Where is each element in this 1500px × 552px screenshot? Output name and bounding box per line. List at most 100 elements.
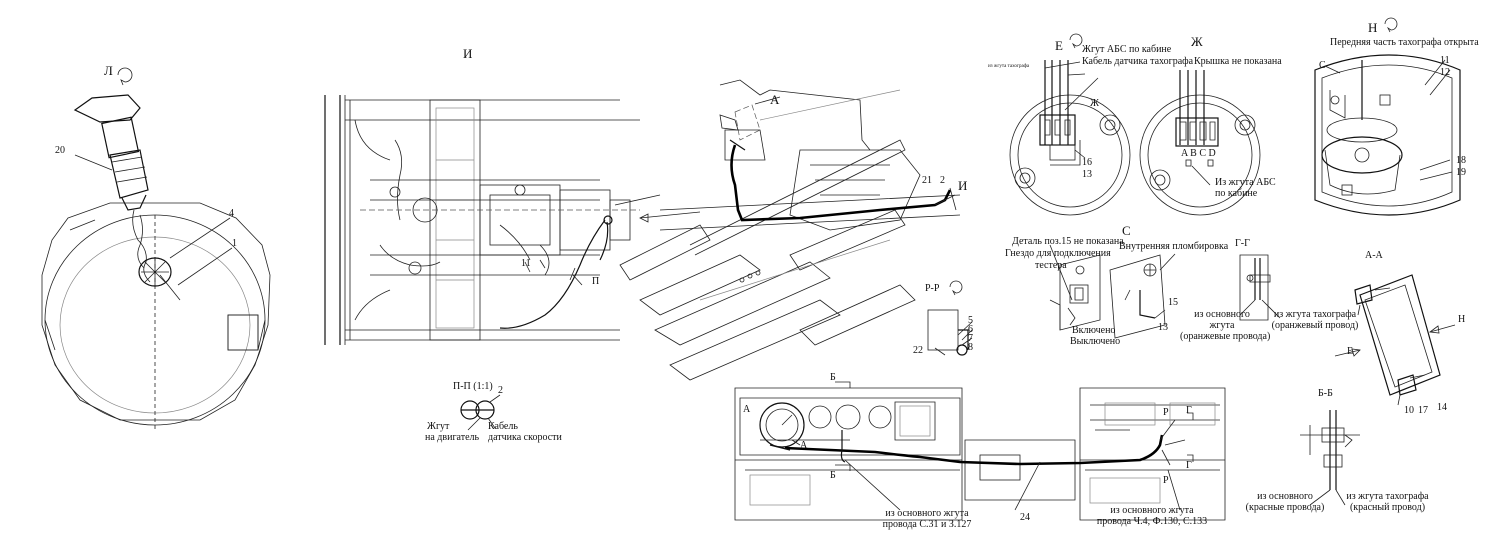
callout-13: 13 — [1082, 169, 1092, 180]
view-l-title: Л — [104, 63, 113, 78]
note-tacho-cable: Кабель датчика тахографа — [1082, 56, 1194, 67]
callout-11: 11 — [521, 258, 531, 269]
callout-11n: 11 — [1440, 55, 1450, 66]
view-aa — [1334, 274, 1456, 406]
note-main-right-2: провода Ч.4, Ф.130, С.133 — [1096, 516, 1208, 527]
callout-1: 1 — [232, 238, 237, 249]
note-main-left-1: из основного жгута — [885, 508, 969, 519]
view-pp-title: П-П (1:1) — [453, 381, 493, 392]
note-tester-socket: Гнездо для подключения — [1005, 248, 1111, 259]
callout-p: П — [592, 276, 600, 287]
view-gg — [1239, 254, 1281, 321]
note-main-left: из основного жгута провода С.31 и З.127 — [872, 508, 982, 530]
note-speed-cable-1: Кабель — [488, 421, 518, 432]
note-engine-harness-2: на двигатель — [425, 432, 480, 443]
callout-g-bot: Г — [1186, 460, 1192, 471]
note-bb-main-1: из основного — [1257, 491, 1313, 502]
callout-i: И — [958, 178, 968, 193]
note-front-open: Передняя часть тахографа открыта — [1330, 37, 1479, 48]
callout-12: 12 — [1440, 67, 1450, 78]
callout-c: С — [1319, 60, 1326, 71]
callout-zh: Ж — [1090, 98, 1099, 109]
callout-e: Е — [1347, 346, 1354, 357]
callout-20: 20 — [55, 145, 65, 156]
note-gg-tacho-1: из жгута тахографа — [1273, 309, 1357, 320]
callout-a: А — [770, 92, 780, 107]
callout-19: 19 — [1456, 167, 1466, 178]
callout-g-top: Г — [1186, 405, 1192, 416]
callout-5: 5 — [968, 315, 973, 326]
view-pp — [460, 394, 501, 431]
view-zh — [1139, 70, 1261, 216]
view-e — [1009, 33, 1131, 216]
view-zh-title: Ж — [1191, 34, 1203, 49]
view-rr-title: Р-Р — [925, 283, 940, 294]
note-tiny: из жгута тахографа — [988, 64, 1030, 69]
note-speed-cable: Кабель датчика скорости — [488, 421, 562, 443]
view-i-title: И — [463, 46, 473, 61]
callout-2-pp: 2 — [498, 385, 503, 396]
callout-18: 18 — [1456, 155, 1466, 166]
callout-6: 6 — [968, 324, 973, 335]
view-n-title: Н — [1368, 20, 1378, 35]
note-internal-seal: Внутренняя пломбировка — [1119, 241, 1229, 252]
view-aa-title: А-А — [1365, 250, 1383, 261]
note-gg-main-2: жгута — [1209, 320, 1235, 331]
view-rr-bracket — [927, 280, 973, 356]
note-tester: тестера — [1035, 260, 1067, 271]
note-gg-main-1: из основного — [1194, 309, 1250, 320]
callout-r-top: Р — [1163, 407, 1169, 418]
note-engine-harness: Жгут на двигатель — [425, 421, 479, 443]
note-gg-main-3: (оранжевые провода) — [1180, 331, 1271, 342]
view-l-sensor — [41, 67, 271, 430]
callout-16: 16 — [1082, 157, 1092, 168]
note-speed-cable-2: датчика скорости — [488, 432, 562, 443]
note-cover: Крышка не показана — [1194, 56, 1282, 67]
note-by-cab: по кабине — [1215, 188, 1258, 199]
view-bb — [1300, 410, 1360, 506]
callout-r-bot: Р — [1163, 475, 1169, 486]
note-detail15: Деталь поз.15 не показана — [1012, 236, 1124, 247]
callout-15: 15 — [1168, 297, 1178, 308]
note-on: Включено — [1072, 325, 1116, 336]
view-rr — [227, 314, 259, 351]
callout-2-cab: 2 — [940, 175, 945, 186]
view-s-title: С — [1122, 223, 1131, 238]
note-main-left-2: провода С.31 и З.127 — [882, 519, 972, 530]
note-bb-main: из основного (красные провода) — [1240, 491, 1330, 513]
view-e-title: Е — [1055, 38, 1063, 53]
note-gg-tacho-2: (оранжевый провод) — [1271, 320, 1359, 331]
callout-10: 10 — [1404, 405, 1414, 416]
callout-b-top: Б — [830, 372, 836, 383]
note-bb-tacho: из жгута тахографа (красный провод) — [1340, 491, 1435, 513]
view-cab-chassis — [619, 79, 961, 381]
callout-h: Н — [1458, 314, 1466, 325]
note-main-right: из основного жгута провода Ч.4, Ф.130, С… — [1087, 505, 1217, 527]
callout-abcd: A B C D — [1181, 148, 1216, 159]
view-bb-title: Б-Б — [1318, 388, 1333, 399]
callout-8: 8 — [968, 342, 973, 353]
callout-14: 14 — [1437, 402, 1447, 413]
note-from-abs: Из жгута АБС — [1215, 177, 1276, 188]
callout-7: 7 — [968, 333, 973, 344]
callout-a-dash-2: А — [800, 440, 808, 451]
view-i-engine — [324, 95, 661, 345]
callout-22: 22 — [913, 345, 923, 356]
note-gg-tacho: из жгута тахографа (оранжевый провод) — [1270, 309, 1360, 331]
callout-b-bot: Б — [830, 470, 836, 481]
note-gg-main: из основного жгута (оранжевые провода) — [1180, 309, 1270, 342]
note-bb-tacho-2: (красный провод) — [1349, 502, 1426, 513]
callout-4: 4 — [229, 208, 234, 219]
view-dashboard — [734, 381, 1226, 521]
note-abs-cab: Жгут АБС по кабине — [1082, 44, 1172, 55]
callout-13s: 13 — [1158, 322, 1168, 333]
note-off: Выключено — [1070, 336, 1121, 347]
view-n-tachograph — [1314, 17, 1461, 216]
view-s-panels — [1049, 244, 1176, 339]
view-gg-title: Г-Г — [1235, 238, 1250, 249]
callout-17: 17 — [1418, 405, 1428, 416]
note-bb-main-2: (красные провода) — [1245, 502, 1325, 513]
callout-24: 24 — [1020, 512, 1030, 523]
note-bb-tacho-1: из жгута тахографа — [1346, 491, 1429, 502]
